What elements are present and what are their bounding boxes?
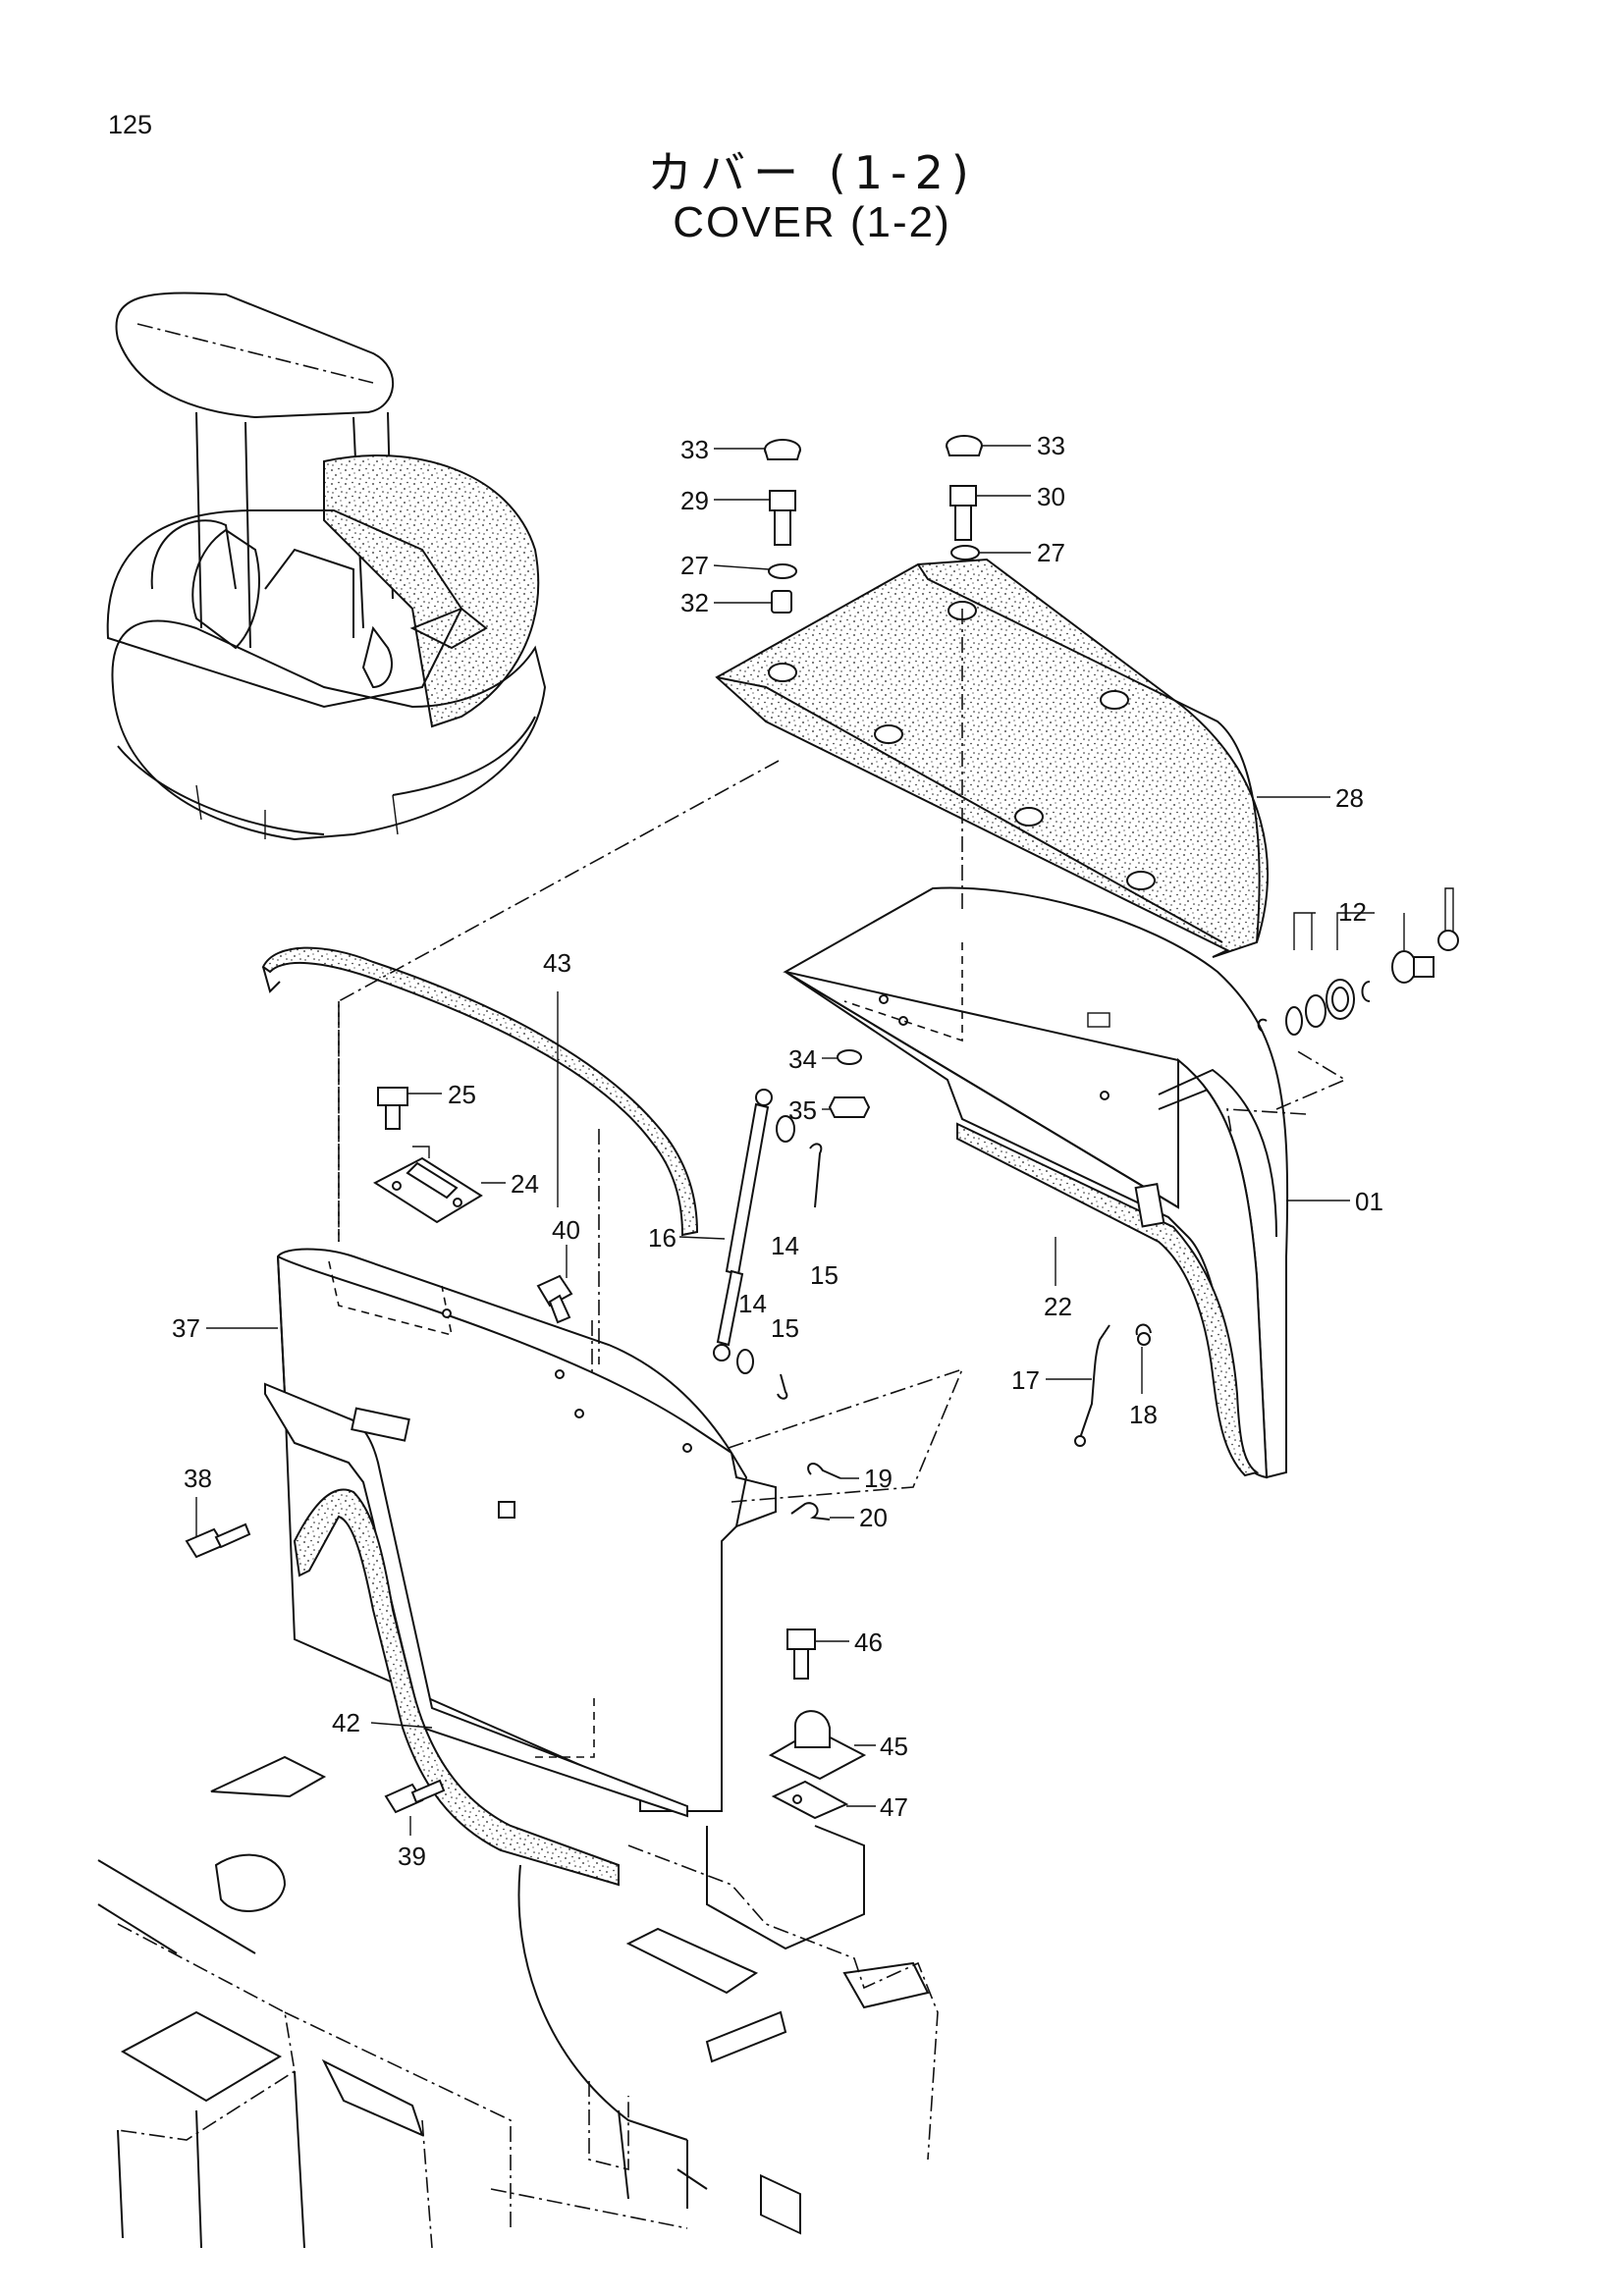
page-number: 125 bbox=[108, 110, 153, 139]
callout-24: 24 bbox=[511, 1169, 539, 1199]
callout-38: 38 bbox=[184, 1464, 212, 1493]
callout-40: 40 bbox=[552, 1215, 580, 1245]
machine-frame-lower bbox=[97, 1755, 939, 2249]
callout-16: 16 bbox=[648, 1223, 677, 1253]
callout-25: 25 bbox=[448, 1080, 476, 1109]
callout-32: 32 bbox=[680, 588, 709, 617]
machine-overview-illustration bbox=[106, 292, 547, 841]
callout-34: 34 bbox=[788, 1044, 817, 1074]
callout-45: 45 bbox=[880, 1732, 908, 1761]
callout-14-upper: 14 bbox=[771, 1231, 799, 1260]
callout-28: 28 bbox=[1335, 783, 1364, 813]
page-title-japanese: カバー (1-2) bbox=[647, 146, 977, 199]
weatherstrip-43 bbox=[261, 946, 699, 1237]
callout-35: 35 bbox=[788, 1095, 817, 1125]
leader-lines bbox=[195, 445, 1350, 1836]
callout-33-right: 33 bbox=[1037, 431, 1065, 460]
callout-27-right: 27 bbox=[1037, 538, 1065, 567]
callout-37: 37 bbox=[172, 1313, 200, 1343]
callout-47: 47 bbox=[880, 1792, 908, 1822]
callout-01: 01 bbox=[1355, 1187, 1383, 1216]
fasteners bbox=[185, 435, 1152, 1820]
page-title-english: COVER (1-2) bbox=[673, 198, 951, 246]
assembly-guide-lines bbox=[338, 609, 1347, 1758]
callout-labels: 33 33 29 30 27 27 32 28 12 43 34 35 25 2… bbox=[172, 431, 1383, 1871]
latch-assembly-12 bbox=[1257, 887, 1459, 1036]
cover-panel-01 bbox=[783, 886, 1289, 1479]
callout-29: 29 bbox=[680, 486, 709, 515]
callout-39: 39 bbox=[398, 1842, 426, 1871]
callout-30: 30 bbox=[1037, 482, 1065, 511]
callout-27-left: 27 bbox=[680, 551, 709, 580]
callout-42: 42 bbox=[332, 1708, 360, 1737]
callout-15-upper: 15 bbox=[810, 1260, 839, 1290]
callout-19: 19 bbox=[864, 1464, 893, 1493]
callout-18: 18 bbox=[1129, 1400, 1158, 1429]
callout-15-lower: 15 bbox=[771, 1313, 799, 1343]
callout-43: 43 bbox=[543, 948, 571, 978]
callout-12: 12 bbox=[1338, 897, 1367, 927]
callout-14-lower: 14 bbox=[738, 1289, 767, 1318]
floor-mat-28 bbox=[715, 558, 1269, 958]
callout-22: 22 bbox=[1044, 1292, 1072, 1321]
callout-46: 46 bbox=[854, 1628, 883, 1657]
callout-33-left: 33 bbox=[680, 435, 709, 464]
callout-17: 17 bbox=[1011, 1365, 1040, 1395]
seal-strip-42 bbox=[264, 1382, 688, 1887]
callout-20: 20 bbox=[859, 1503, 888, 1532]
